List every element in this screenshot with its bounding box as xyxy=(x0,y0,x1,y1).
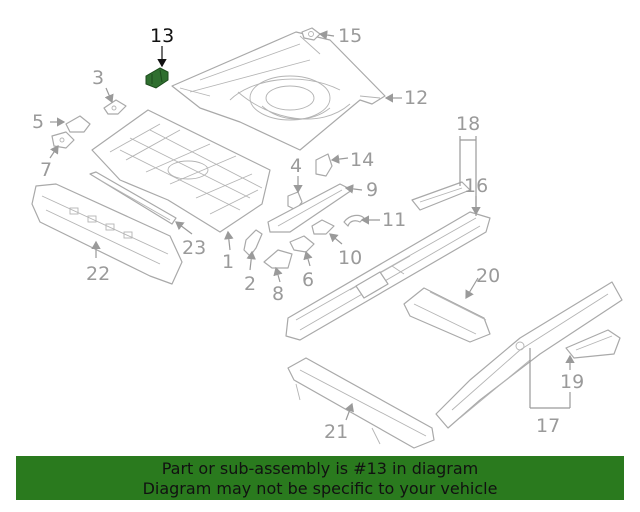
callout-22: 22 xyxy=(86,263,110,285)
part-5-bracket[interactable] xyxy=(65,115,91,133)
callout-21: 21 xyxy=(324,421,348,443)
part-13-bracket[interactable] xyxy=(145,67,169,89)
callout-16: 16 xyxy=(464,175,488,197)
callout-1: 1 xyxy=(222,251,234,273)
info-banner: Part or sub-assembly is #13 in diagram D… xyxy=(16,456,624,500)
part-8-gusset[interactable] xyxy=(263,249,293,269)
part-10-bracket[interactable] xyxy=(311,219,335,235)
parts-diagram: 1 2 3 4 5 6 7 8 9 10 11 12 13 14 15 16 1… xyxy=(31,25,623,449)
callout-14: 14 xyxy=(350,149,374,171)
part-14-bracket[interactable] xyxy=(315,153,333,177)
part-23-reinforcement[interactable] xyxy=(89,171,177,225)
part-1-floor-pan[interactable] xyxy=(91,109,271,233)
callout-6: 6 xyxy=(302,269,314,291)
part-12-rear-floor-pan[interactable] xyxy=(171,31,386,151)
part-22-side-sill[interactable] xyxy=(31,183,183,285)
callout-7: 7 xyxy=(40,159,52,181)
callout-15: 15 xyxy=(338,25,362,47)
callout-19: 19 xyxy=(560,371,584,393)
callout-leaders xyxy=(49,30,575,421)
callout-9: 9 xyxy=(366,179,378,201)
part-7-bracket[interactable] xyxy=(51,131,75,149)
part-11-strip[interactable] xyxy=(343,214,365,227)
part-18-rail[interactable] xyxy=(411,181,471,211)
callout-13: 13 xyxy=(150,25,174,47)
callout-18: 18 xyxy=(456,113,480,135)
callout-12: 12 xyxy=(404,87,428,109)
part-20-bracket-assembly[interactable] xyxy=(403,287,491,343)
part-2-bracket[interactable] xyxy=(243,229,263,257)
part-15-clip[interactable] xyxy=(301,27,321,41)
callout-5: 5 xyxy=(32,111,44,133)
banner-line-1: Part or sub-assembly is #13 in diagram xyxy=(161,459,479,478)
callout-10: 10 xyxy=(338,247,362,269)
banner-line-2: Diagram may not be specific to your vehi… xyxy=(142,479,498,498)
callout-17: 17 xyxy=(536,415,560,437)
part-6-gusset[interactable] xyxy=(289,235,315,253)
callout-8: 8 xyxy=(272,283,284,305)
callout-20: 20 xyxy=(476,265,500,287)
part-16-main-rail[interactable] xyxy=(285,211,491,341)
part-17-side-rail[interactable] xyxy=(435,281,623,429)
part-21-cross-member[interactable] xyxy=(287,357,435,449)
callout-4: 4 xyxy=(290,155,302,177)
callout-labels: 1 2 3 4 5 6 7 8 9 10 11 12 13 14 15 16 1… xyxy=(32,25,584,443)
part-9-cross-member[interactable] xyxy=(267,183,353,233)
callout-11: 11 xyxy=(382,209,406,231)
callout-23: 23 xyxy=(182,237,206,259)
part-3-bracket[interactable] xyxy=(103,99,127,115)
callout-3: 3 xyxy=(92,67,104,89)
callout-2: 2 xyxy=(244,273,256,295)
part-19-bracket[interactable] xyxy=(565,329,621,359)
